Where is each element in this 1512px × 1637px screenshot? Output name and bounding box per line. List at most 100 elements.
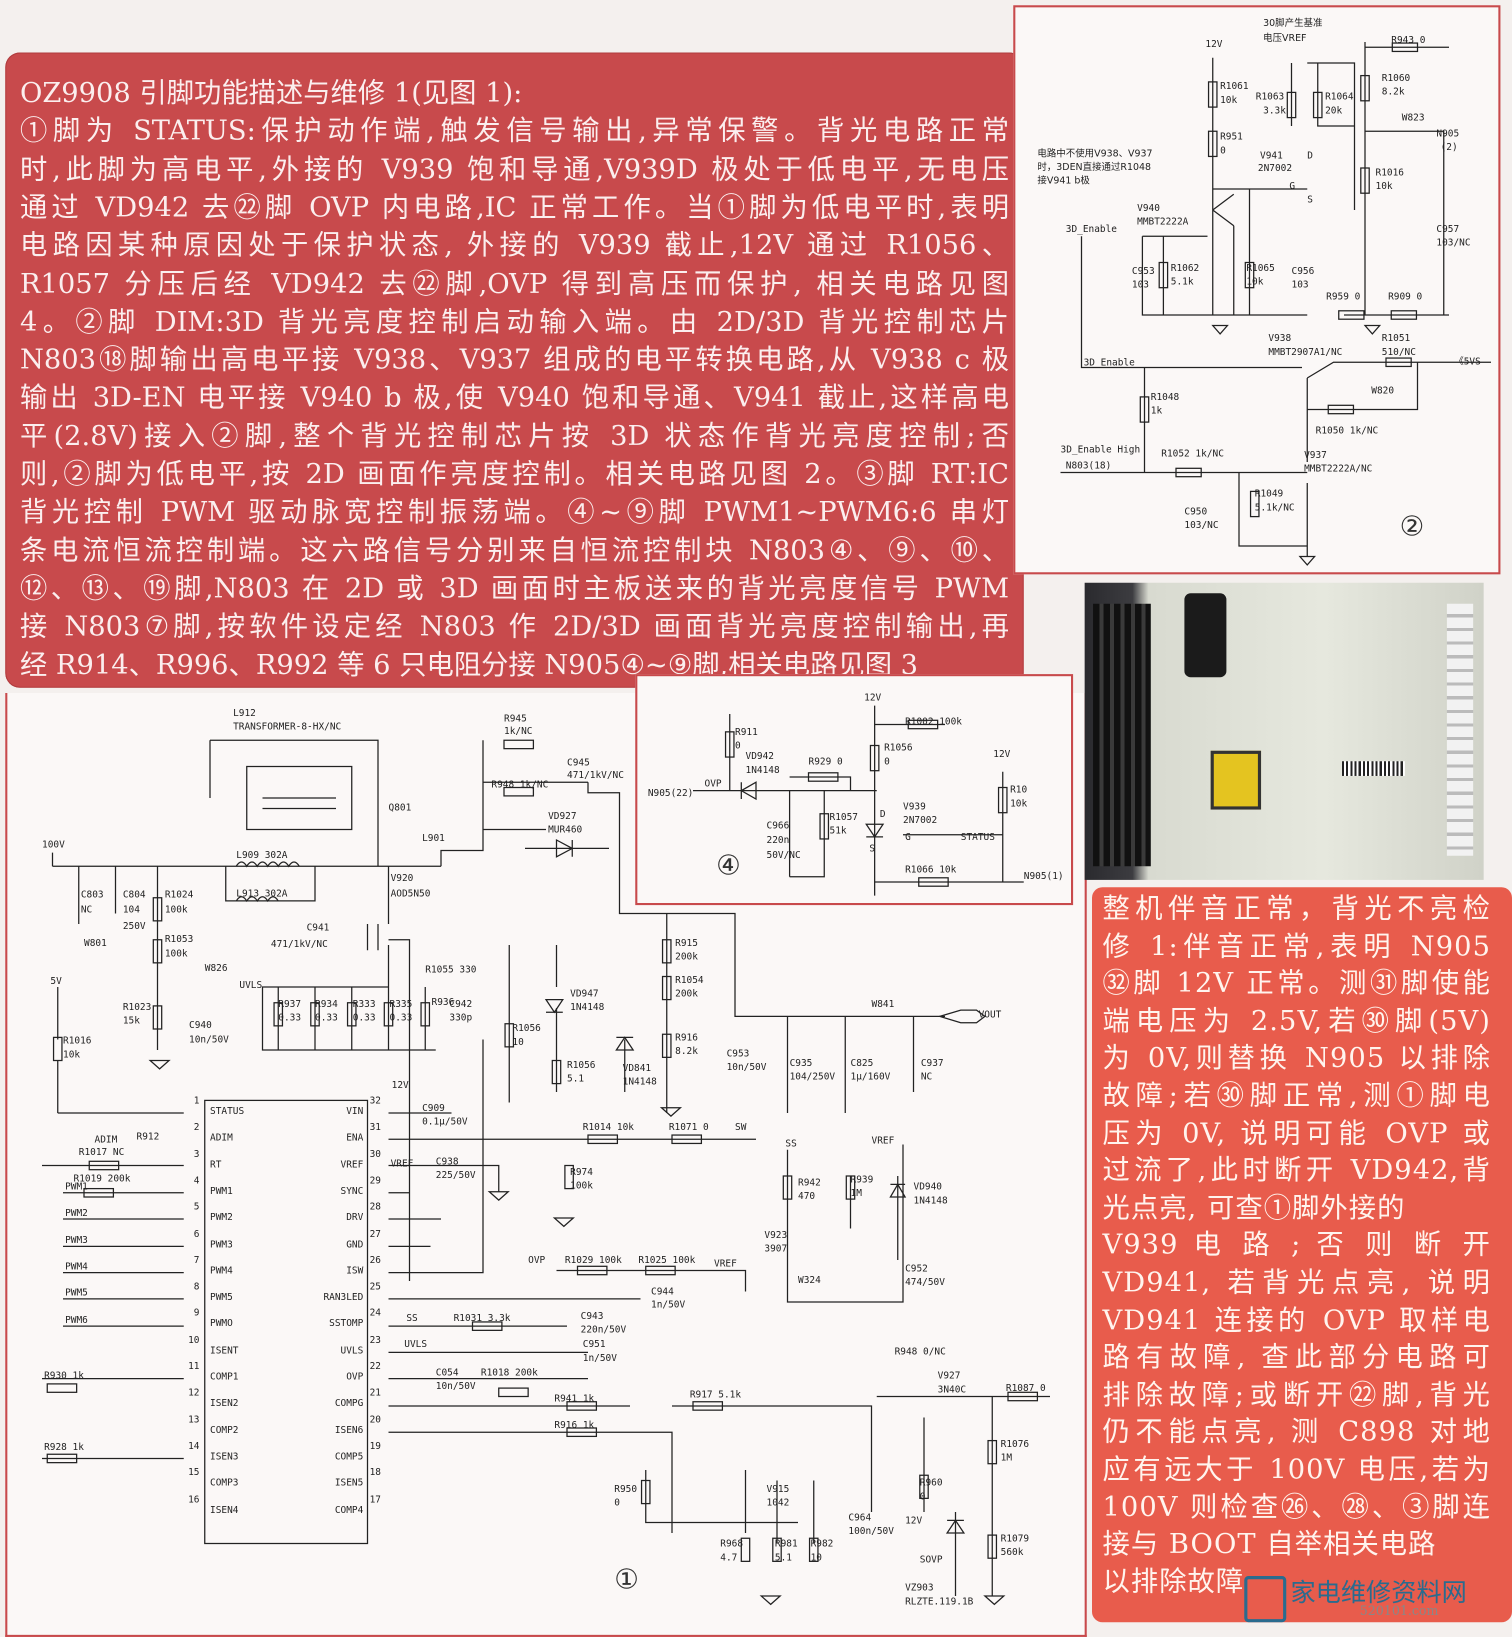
- resistor: [661, 975, 672, 1001]
- barcode-label: [1341, 761, 1405, 776]
- fig2-component-label: R1060: [1381, 73, 1411, 85]
- ic-pin-name: COMP5: [334, 1452, 364, 1463]
- ic-pin-name: SSTOMP: [329, 1319, 364, 1330]
- fig2-component-label: 3D_Enable High: [1060, 445, 1141, 456]
- fig1-component-label: VOUT: [978, 1010, 1002, 1021]
- fig4-component-label: R911: [734, 727, 758, 739]
- fig1-component-label: NC: [80, 905, 93, 916]
- fig2-component-label: 510/NC: [1381, 347, 1416, 359]
- fig4-component-label: G: [905, 832, 911, 844]
- fig2-component-label: C953: [1131, 266, 1155, 278]
- fig4-component-label: 0: [884, 757, 890, 768]
- pin-number: 20: [369, 1414, 381, 1426]
- fig1-component-label: W826: [204, 963, 228, 975]
- fig2-component-label: MMBT2222A/NC: [1304, 464, 1373, 475]
- fig4-component-label: C966: [766, 821, 790, 832]
- tip-line: 以排除故障: [1102, 1566, 1245, 1598]
- article-text-box: OZ9908 引脚功能描述与维修 1(见图 1):①脚为 STATUS:保护动作…: [5, 52, 1024, 688]
- fig1-component-label: 0.33: [315, 1013, 338, 1024]
- inductor-l913: [225, 866, 316, 903]
- fig1-component-label: 560k: [1000, 1547, 1024, 1559]
- ic-pin-name: VREF: [340, 1159, 364, 1171]
- tip-line: 应有远大于 100V 电压,若为: [1102, 1454, 1491, 1486]
- resistor: [504, 1023, 515, 1048]
- fig1-component-label: 1M: [1000, 1453, 1013, 1464]
- fig4-component-label: 2N7002: [902, 815, 938, 827]
- fig2-component-label: R1052 1k/NC: [1161, 449, 1224, 460]
- ic-pin-name: DRV: [346, 1212, 364, 1224]
- tip-line: 修 1:伴音正常,表明 N905: [1102, 930, 1491, 963]
- fig1-component-label: 200k: [675, 989, 698, 1000]
- pin-number: 21: [369, 1388, 381, 1399]
- fig1-component-label: 100n/50V: [848, 1526, 894, 1538]
- fig2-component-label: R1061: [1220, 81, 1249, 93]
- right-pin-wires: [388, 1039, 756, 1533]
- resistor: [692, 1401, 724, 1411]
- fig1-component-label: R916 1k: [554, 1420, 595, 1432]
- fig1-component-label: V927: [937, 1371, 961, 1382]
- resistor: [471, 1321, 503, 1331]
- fig2-component-label: W820: [1371, 386, 1395, 397]
- article-line: N803⑱脚输出高电平接 V938、V937 组成的电平转换电路,从 V938 …: [19, 344, 1010, 376]
- fig2-component-label: N803(18): [1065, 460, 1112, 472]
- ic-pin-name: PWM3: [209, 1239, 233, 1251]
- capacitor: [1184, 593, 1227, 678]
- fig2-component-label: V938: [1268, 333, 1292, 345]
- fig2-component-label: R1049: [1254, 489, 1284, 500]
- fig2-component-label: 103: [1131, 280, 1149, 291]
- zener-vz903: [945, 1519, 966, 1534]
- fig1-component-label: R948 0/NC: [894, 1347, 946, 1358]
- fig1-component-label: R968: [720, 1539, 744, 1550]
- fig4-component-label: 1N4148: [745, 765, 780, 776]
- fig2-component-label: R1063: [1255, 92, 1285, 103]
- ic-pin-name: SYNC: [340, 1186, 364, 1197]
- fig4-component-label: R1066 10k: [905, 865, 957, 876]
- pin-number: 7: [193, 1255, 200, 1267]
- ss-stage: [786, 1144, 904, 1303]
- fig1-component-label: R1056: [512, 1023, 541, 1035]
- fig2-note-line: 时，3DEN直接通过R1048: [1037, 162, 1152, 174]
- ic-pin-name: PWMO: [209, 1319, 233, 1330]
- pwm-signal-label: PWM2: [65, 1208, 88, 1220]
- fig1-component-label: C945: [567, 758, 590, 769]
- ic-pin-name: ISW: [346, 1266, 364, 1277]
- article-line: 条电流恒流控制端。这六路信号分别来自恒流控制块 N803④、⑨、⑩、: [19, 535, 1010, 567]
- fig1-component-label: R960: [919, 1478, 943, 1489]
- tip-line: 100V 则检查㉖、㉘、③脚连: [1102, 1491, 1491, 1524]
- article-line: ①脚为 STATUS:保护动作端,触发信号输出,异常保警。背光电路正常: [19, 115, 1010, 148]
- tip-line: VD941 连接的 OVP 取样电: [1102, 1304, 1491, 1337]
- pin-number: 25: [369, 1282, 381, 1293]
- fig1-component-label: C944: [651, 1287, 674, 1298]
- resistor: [740, 1537, 751, 1562]
- fig1-component-label: 100k: [570, 1181, 593, 1192]
- ic-pin-name: PWM1: [209, 1186, 233, 1197]
- fig1-component-label: R981: [774, 1539, 798, 1550]
- resistor: [52, 1036, 63, 1062]
- fig1-component-label: 100V: [42, 839, 65, 851]
- resistor: [845, 1175, 856, 1200]
- pin-number: 16: [188, 1494, 200, 1506]
- fig1-component-label: R1071 0: [668, 1122, 709, 1133]
- fig1-component-label: R939: [850, 1174, 874, 1186]
- tip-line: 整机伴音正常，背光不亮检: [1102, 893, 1491, 926]
- fig2-component-label: R1051: [1381, 333, 1411, 345]
- fig1-component-label: 100k: [164, 949, 188, 960]
- fig1-component-label: W841: [871, 999, 895, 1011]
- fig2-component-label: 10k: [1375, 181, 1393, 193]
- watermark-logo: 家电维修资料网 520101.com: [1244, 1572, 1512, 1623]
- fig4-component-label: 50V/NC: [766, 850, 801, 861]
- resistor: [919, 1474, 929, 1499]
- fig1-component-label: OVP: [528, 1255, 546, 1267]
- fig1-component-label: C938: [435, 1157, 459, 1168]
- fig1-component-label: 1n/50V: [582, 1353, 617, 1364]
- fig1-component-label: 200k: [675, 952, 698, 963]
- pin-number: 32: [369, 1096, 381, 1107]
- fig1-component-label: 0: [919, 1492, 926, 1503]
- pin-number: 19: [369, 1441, 381, 1453]
- pin-number: 28: [369, 1202, 381, 1213]
- ic-pin-name: ISEN3: [209, 1452, 239, 1463]
- fig4-component-label: R1002 100k: [905, 717, 962, 728]
- resistor: [987, 1439, 998, 1465]
